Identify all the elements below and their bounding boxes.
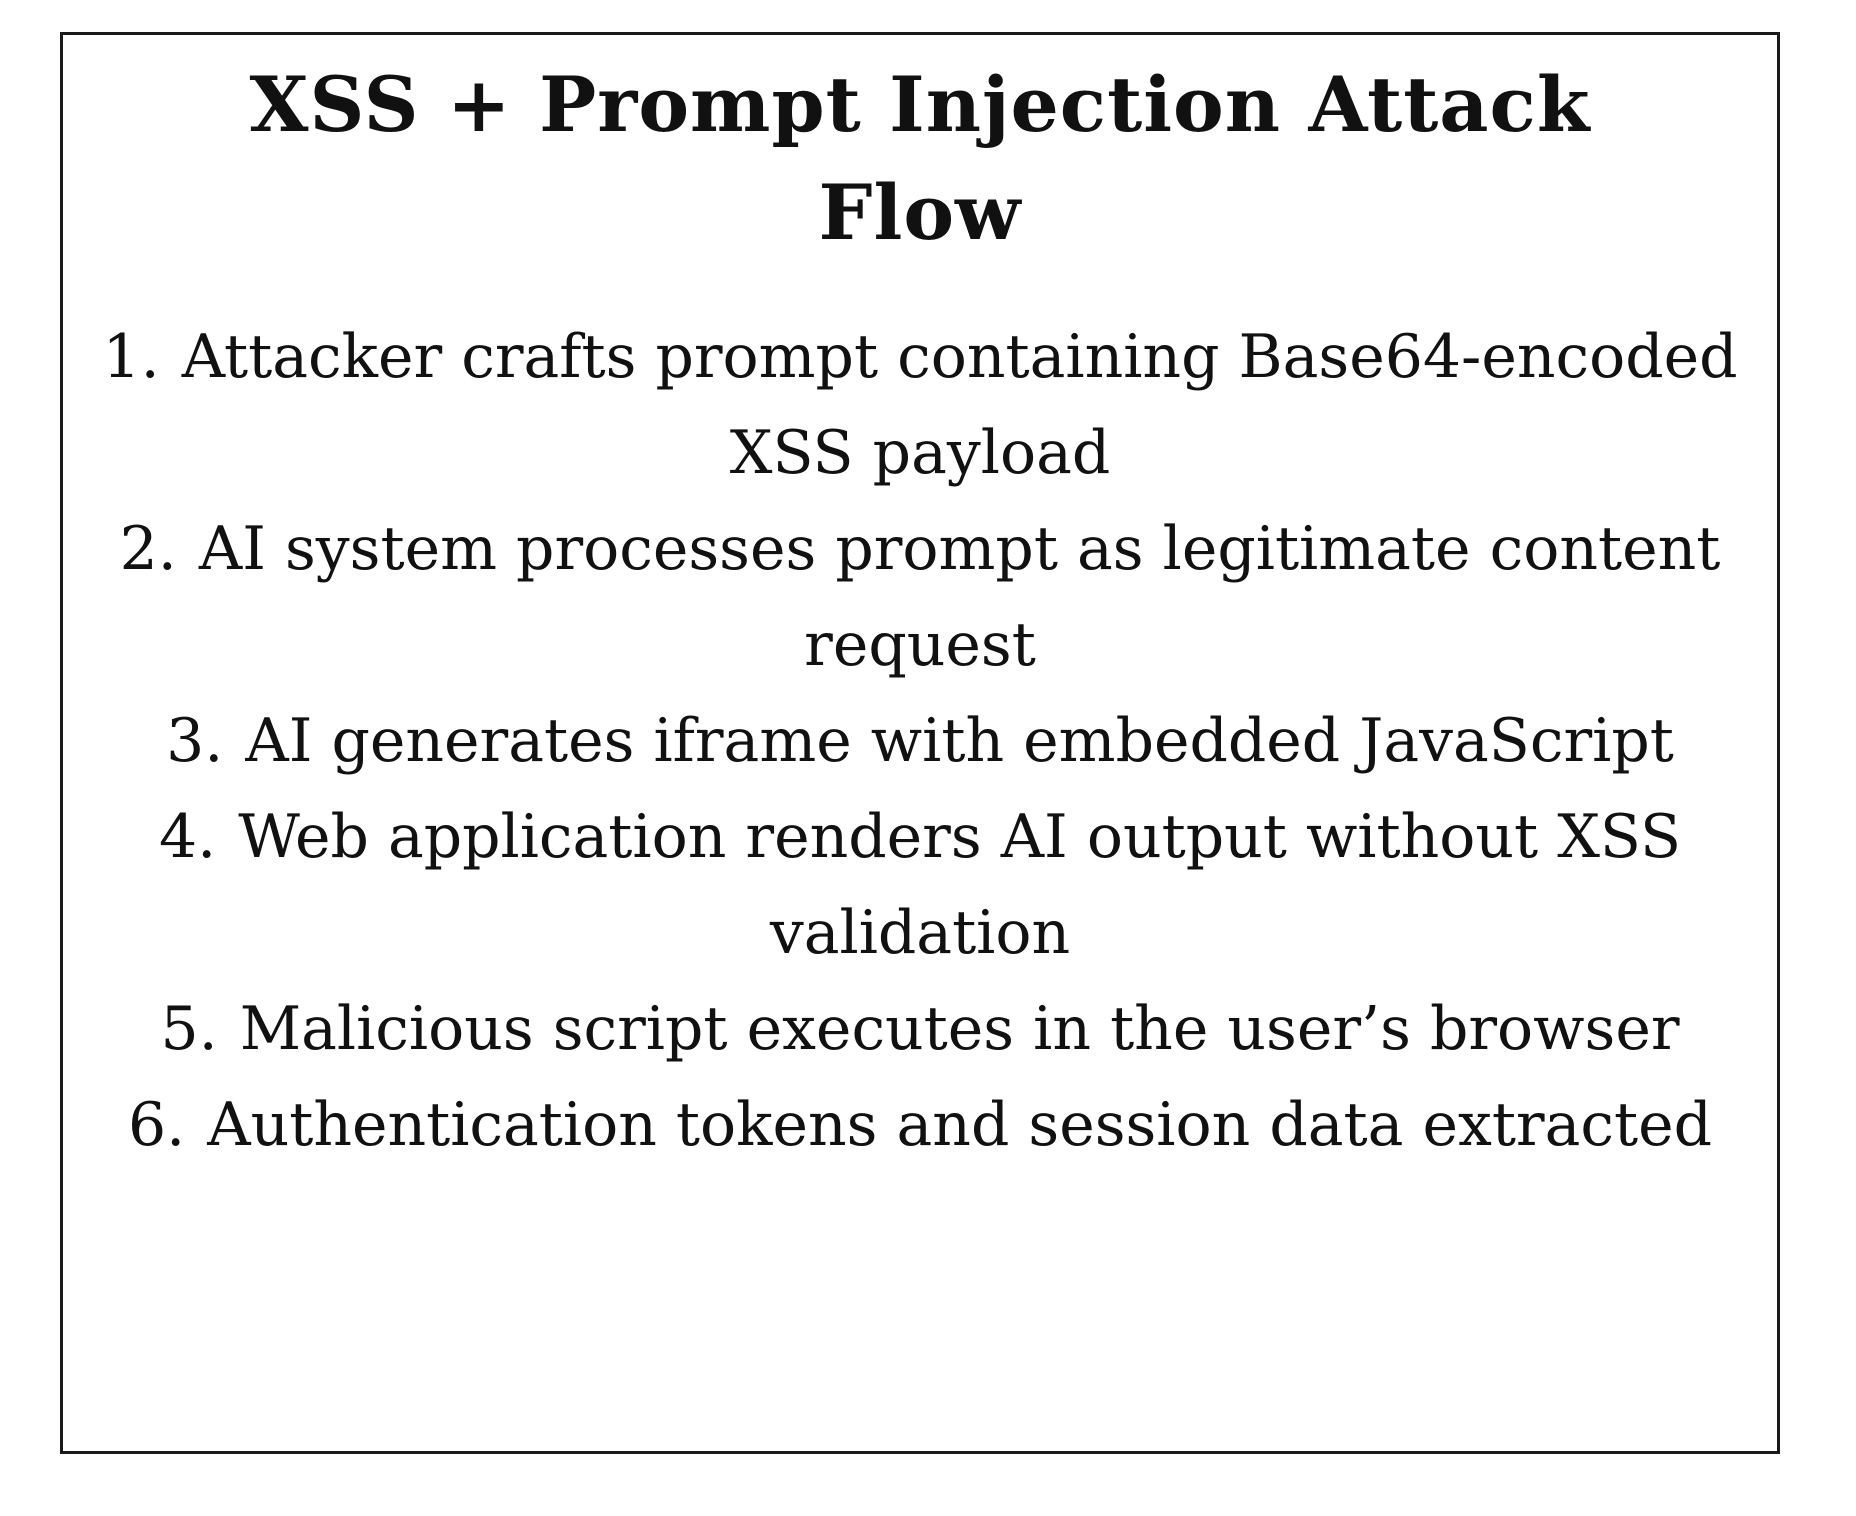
step-text: Web application renders AI output withou… [238, 802, 1682, 968]
step-text: Attacker crafts prompt containing Base64… [181, 322, 1738, 488]
step-number: 4. [158, 802, 217, 872]
diagram-frame: XSS + Prompt Injection Attack Flow 1. Att… [60, 32, 1780, 1454]
step-text: AI system processes prompt as legitimate… [198, 514, 1721, 680]
steps-list: 1. Attacker crafts prompt containing Base… [90, 309, 1750, 1173]
step-number: 3. [166, 706, 224, 776]
step-text: AI generates iframe with embedded JavaSc… [245, 706, 1674, 776]
step-item-6: 6. Authentication tokens and session data… [100, 1077, 1740, 1173]
step-number: 5. [160, 994, 218, 1064]
step-item-1: 1. Attacker crafts prompt containing Base… [100, 309, 1740, 501]
step-text: Authentication tokens and session data e… [207, 1090, 1713, 1160]
step-number: 2. [119, 514, 177, 584]
step-item-5: 5. Malicious script executes in the user’… [100, 981, 1740, 1077]
step-item-2: 2. AI system processes prompt as legitima… [100, 501, 1740, 693]
step-number: 6. [127, 1090, 186, 1160]
step-number: 1. [102, 322, 160, 392]
step-text: Malicious script executes in the user’s … [239, 994, 1680, 1064]
step-item-3: 3. AI generates iframe with embedded Java… [100, 693, 1740, 789]
step-item-4: 4. Web application renders AI output with… [100, 789, 1740, 981]
diagram-title: XSS + Prompt Injection Attack Flow [249, 60, 1591, 257]
